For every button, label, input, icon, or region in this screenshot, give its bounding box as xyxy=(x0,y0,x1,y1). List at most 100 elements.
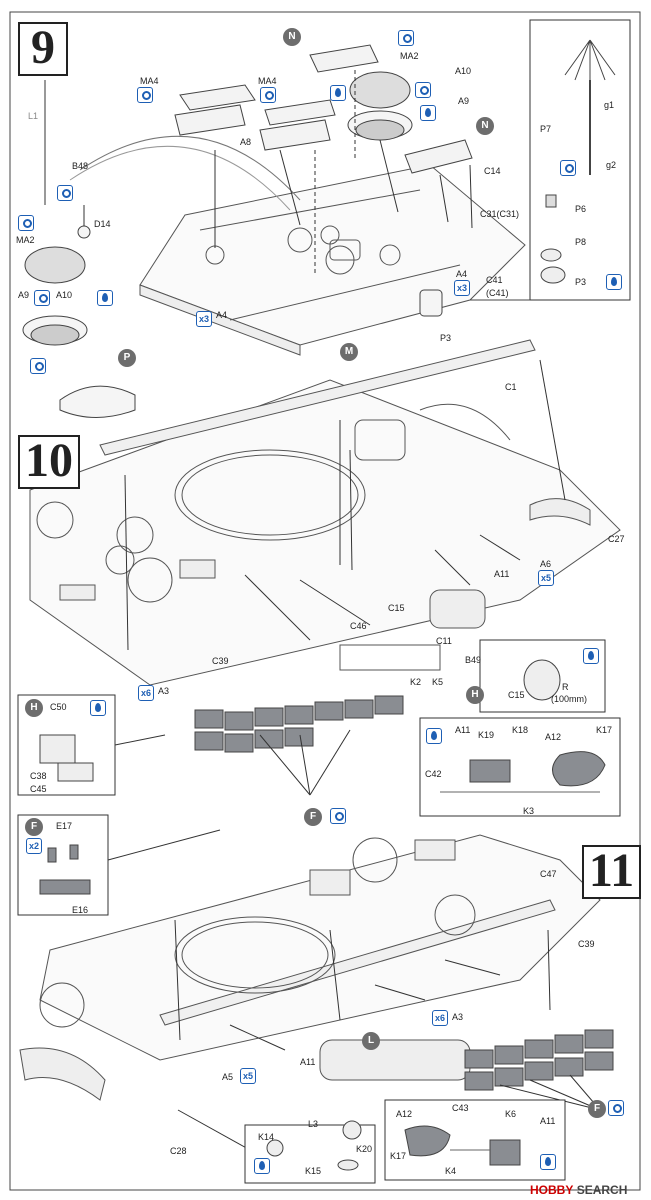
step9-arrows xyxy=(83,70,473,275)
part-label-K19: K19 xyxy=(478,730,495,740)
part-label-A11: A11 xyxy=(300,1057,316,1067)
detail-exhaust2-drawing xyxy=(404,1125,521,1166)
cement-icon xyxy=(415,82,431,98)
part-label-A11: A11 xyxy=(494,569,510,579)
part-label-A3: A3 xyxy=(158,686,170,696)
liquid-glue-icon xyxy=(330,85,346,101)
part-label-C43: C43 xyxy=(452,1103,469,1113)
part-label-A5: A5 xyxy=(222,1072,234,1082)
part-label-C31: C31(C31) xyxy=(480,209,520,219)
watermark-brand: HOBBY xyxy=(530,1183,574,1197)
step-10-number: 10 xyxy=(18,435,80,489)
quantity-x6-icon: x6 xyxy=(138,685,155,701)
part-label-A12: A12 xyxy=(396,1109,413,1119)
step10-tracks xyxy=(194,695,404,753)
part-label-A10-top: A10 xyxy=(455,66,472,76)
part-label-K2: K2 xyxy=(410,677,422,687)
part-label-C15: C15 xyxy=(388,603,405,613)
part-label-B49: B49 xyxy=(465,655,482,665)
part-label-C41: C41 xyxy=(486,275,503,285)
part-label-A4-left: A4 xyxy=(216,310,228,320)
callout-H: H xyxy=(25,699,43,717)
detail-F-part xyxy=(39,844,91,895)
part-label-K18: K18 xyxy=(512,725,529,735)
step9-fan-parts xyxy=(22,71,443,418)
quantity-x5-icon: x5 xyxy=(538,570,555,586)
part-label-A11-detail: A11 xyxy=(455,725,471,735)
liquid-glue-icon xyxy=(420,105,436,121)
part-label-L1: L1 xyxy=(28,111,39,121)
antenna-drawing xyxy=(470,39,616,301)
part-label-P3-inset: P3 xyxy=(575,277,587,287)
liquid-glue-icon xyxy=(583,648,599,664)
callout-F: F xyxy=(25,818,43,836)
step-11-number: 11 xyxy=(582,845,641,899)
part-label-C28: C28 xyxy=(170,1146,187,1156)
cement-icon xyxy=(398,30,414,46)
part-label-P3-main: P3 xyxy=(440,333,452,343)
part-label-P7: P7 xyxy=(540,124,552,134)
part-label-K5: K5 xyxy=(432,677,444,687)
part-label-C42: C42 xyxy=(425,769,442,779)
step9-engine-grilles xyxy=(174,44,473,174)
cement-icon xyxy=(57,185,73,201)
cement-icon xyxy=(260,87,276,103)
liquid-glue-icon xyxy=(606,274,622,290)
step11-tracks xyxy=(464,1029,614,1091)
part-label-C14: C14 xyxy=(484,166,501,176)
watermark-rest: SEARCH xyxy=(576,1183,628,1197)
part-label-C50: C50 xyxy=(50,702,67,712)
part-label-A9-left: A9 xyxy=(18,290,30,300)
cement-icon xyxy=(30,358,46,374)
callout-F: F xyxy=(588,1100,606,1118)
callout-N: N xyxy=(476,117,494,135)
part-label-K6: K6 xyxy=(505,1109,517,1119)
watermark: HOBBY SEARCH xyxy=(530,1183,627,1197)
part-label-K14: K14 xyxy=(258,1132,275,1142)
cement-icon xyxy=(330,808,346,824)
page-frame xyxy=(9,11,641,1191)
callout-H: H xyxy=(466,686,484,704)
part-label-R-note: (100mm) xyxy=(551,694,588,704)
step11-hull-underside xyxy=(19,834,601,1101)
detail-K14-parts xyxy=(266,1120,362,1171)
quantity-x3-icon: x3 xyxy=(454,280,471,296)
part-label-A4-right: A4 xyxy=(456,269,468,279)
part-label-MA2-top: MA2 xyxy=(400,51,419,61)
liquid-glue-icon xyxy=(97,290,113,306)
quantity-x5-icon: x5 xyxy=(240,1068,257,1084)
part-label-E16: E16 xyxy=(72,905,89,915)
part-label-C11: C11 xyxy=(436,636,452,646)
part-label-C46: C46 xyxy=(350,621,367,631)
part-label-A8: A8 xyxy=(240,137,252,147)
liquid-glue-icon xyxy=(426,728,442,744)
part-label-A11-detail: A11 xyxy=(540,1116,556,1126)
part-label-C39: C39 xyxy=(578,939,595,949)
part-label-K3: K3 xyxy=(523,806,535,816)
part-label-A6: A6 xyxy=(540,559,552,569)
quantity-x3-icon: x3 xyxy=(196,311,213,327)
part-label-A9-top: A9 xyxy=(458,96,470,106)
part-label-K20: K20 xyxy=(356,1144,373,1154)
part-label-P8: P8 xyxy=(575,237,587,247)
part-label-R: R xyxy=(562,682,569,692)
part-label-MA4-1: MA4 xyxy=(140,76,159,86)
callout-P: P xyxy=(118,349,136,367)
step10-arrows xyxy=(124,359,566,796)
quantity-x6-icon: x6 xyxy=(432,1010,449,1026)
step10-hull-underside xyxy=(29,339,621,686)
callout-M: M xyxy=(340,343,358,361)
part-label-g2: g2 xyxy=(606,160,617,170)
cement-icon xyxy=(137,87,153,103)
step9-hull-deck xyxy=(69,135,526,356)
part-label-C45: C45 xyxy=(30,784,47,794)
liquid-glue-icon xyxy=(90,700,106,716)
part-label-E17: E17 xyxy=(56,821,73,831)
part-label-K17: K17 xyxy=(596,725,613,735)
part-label-g1: g1 xyxy=(604,100,615,110)
part-label-C1: C1 xyxy=(505,382,517,392)
cement-icon xyxy=(18,215,34,231)
liquid-glue-icon xyxy=(540,1154,556,1170)
part-label-C15-detail: C15 xyxy=(508,690,525,700)
